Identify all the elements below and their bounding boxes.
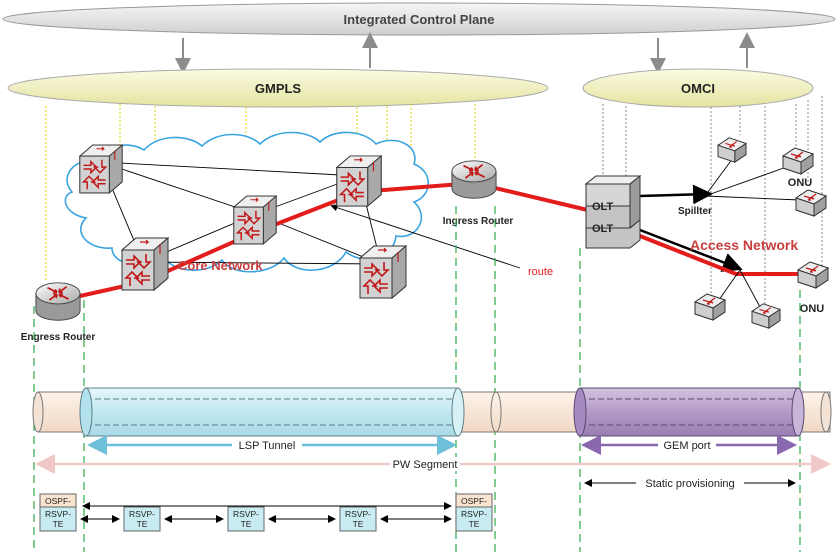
rsvp-box-1: RSVP-TE [39, 506, 77, 532]
ospf-right-line1: OSPF- [461, 496, 487, 506]
rsvp-label-line: TE [353, 519, 364, 529]
lsp-tunnel-label: LSP Tunnel [239, 440, 296, 452]
access-links [639, 157, 801, 319]
access-network-label: Access Network [690, 237, 798, 253]
onu-label-top: ONU [788, 177, 813, 189]
control-plane-arrows [175, 32, 755, 74]
lsp-tunnel-span: LSP Tunnel [87, 435, 457, 455]
lsr-node-1 [79, 144, 123, 194]
gmpls-plane: GMPLS [7, 68, 549, 108]
control-plane-label: Integrated Control Plane [344, 12, 495, 27]
rsvp-label-line: TE [241, 519, 252, 529]
static-provisioning-label: Static provisioning [645, 478, 734, 490]
onu-icon [751, 303, 781, 329]
rsvp-box-4: RSVP-TE [339, 506, 377, 532]
rsvp-label-line: RSVP- [233, 509, 259, 519]
rsvp-label-line: TE [53, 519, 64, 529]
router-icon [34, 281, 82, 322]
olt-label-top: OLT [592, 201, 613, 213]
omci-plane: OMCI [582, 68, 814, 108]
lsr-node-2 [121, 237, 169, 291]
route-label: route [528, 266, 553, 278]
rsvp-label-line: RSVP- [45, 509, 71, 519]
engress-router-label: Engress Router [21, 332, 96, 343]
ingress-router-label: Ingress Router [443, 216, 514, 227]
lsr-node-5 [359, 245, 407, 299]
gem-port-span: GEM port [581, 435, 797, 455]
rsvp-box-2: RSVP-TE [123, 506, 161, 532]
rsvp-label-line: RSVP- [461, 509, 487, 519]
core-network-label: Core Network [178, 258, 263, 273]
rsvp-box-5: RSVP-TE [455, 506, 493, 532]
router-icon [450, 159, 498, 200]
gem-port-label: GEM port [663, 440, 710, 452]
rsvp-label-line: RSVP- [345, 509, 371, 519]
onu-icon [797, 261, 829, 289]
olt-stack: OLT OLT [584, 174, 642, 249]
route-pointer: route [330, 204, 553, 278]
gmpls-label: GMPLS [255, 81, 302, 96]
pw-segment-label: PW Segment [393, 459, 458, 471]
onu-icon [717, 137, 747, 163]
onu-icon [782, 147, 814, 175]
lsr-node-4 [336, 155, 382, 207]
lsr-node-3 [233, 195, 277, 245]
rsvp-box-3: RSVP-TE [227, 506, 265, 532]
spillter-label: Spillter [678, 206, 712, 217]
omci-label: OMCI [681, 81, 715, 96]
pw-segment-span: PW Segment [35, 454, 831, 474]
static-provisioning: Static provisioning [584, 476, 796, 490]
ospf-left-line1: OSPF- [45, 496, 71, 506]
olt-label-bottom: OLT [592, 223, 613, 235]
rsvp-label-line: TE [469, 519, 480, 529]
gem-port-pipe [573, 387, 805, 437]
rsvp-label-line: RSVP- [129, 509, 155, 519]
rsvp-label-line: TE [137, 519, 148, 529]
onu-label-bottom: ONU [800, 303, 825, 315]
lsp-tunnel-pipe [79, 387, 465, 437]
ingress-router: Ingress Router [443, 159, 514, 227]
engress-router: Engress Router [21, 281, 96, 343]
control-plane: Integrated Control Plane [2, 2, 836, 36]
ospf-row: OSPF- TE OSPF- TE [39, 493, 493, 519]
onu-devices [694, 137, 829, 329]
